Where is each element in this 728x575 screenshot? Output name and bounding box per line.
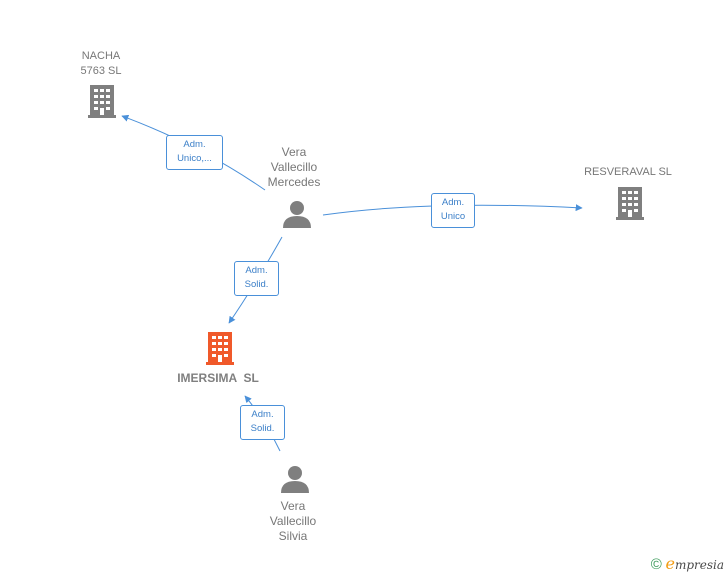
node-label-line: IMERSIMA SL: [177, 371, 259, 385]
edge-label-line: Solid.: [244, 279, 269, 290]
person-icon[interactable]: [283, 201, 311, 228]
copyright-symbol: ©: [650, 556, 662, 573]
edge-label-line: Unico: [440, 211, 466, 222]
edge-label-line: Solid.: [250, 423, 275, 434]
node-label-line: Vallecillo: [270, 160, 318, 174]
node-label-line: NACHA: [81, 50, 121, 62]
edge-label-line: Adm.: [441, 197, 465, 208]
edge-label-line: Adm.: [183, 139, 206, 150]
edge-label-mercedes-nacha[interactable]: Adm. Unico,...: [166, 135, 223, 170]
node-label-silvia[interactable]: Vera Vallecillo Silvia: [253, 499, 333, 544]
node-label-line: Silvia: [278, 529, 308, 543]
node-label-nacha[interactable]: NACHA 5763 SL: [70, 49, 132, 79]
node-label-line: Vera: [280, 499, 306, 513]
brand-logo-initial: e: [665, 554, 675, 573]
building-icon[interactable]: [616, 187, 644, 220]
brand-footer: © empresia: [651, 554, 724, 573]
node-label-imersima[interactable]: IMERSIMA SL: [160, 371, 276, 386]
node-label-line: Mercedes: [267, 175, 321, 189]
building-icon[interactable]: [88, 85, 116, 118]
node-label-line: RESVERAVAL SL: [584, 166, 672, 178]
edge-label-mercedes-imersima[interactable]: Adm. Solid.: [234, 261, 279, 296]
node-label-line: 5763 SL: [80, 65, 122, 77]
brand-logo-text: mpresia: [674, 558, 724, 572]
building-icon[interactable]: [206, 332, 234, 365]
edge-label-line: Adm.: [251, 409, 274, 420]
edge-label-line: Adm.: [245, 265, 268, 276]
edge-label-mercedes-resveraval[interactable]: Adm. Unico: [431, 193, 475, 228]
node-label-line: Vallecillo: [269, 514, 317, 528]
person-icon[interactable]: [281, 466, 309, 493]
node-label-line: Vera: [281, 145, 307, 159]
node-label-resveraval[interactable]: RESVERAVAL SL: [570, 165, 686, 180]
node-label-mercedes[interactable]: Vera Vallecillo Mercedes: [254, 145, 334, 190]
edge-label-line: Unico,...: [177, 153, 212, 164]
edge-label-silvia-imersima[interactable]: Adm. Solid.: [240, 405, 285, 440]
